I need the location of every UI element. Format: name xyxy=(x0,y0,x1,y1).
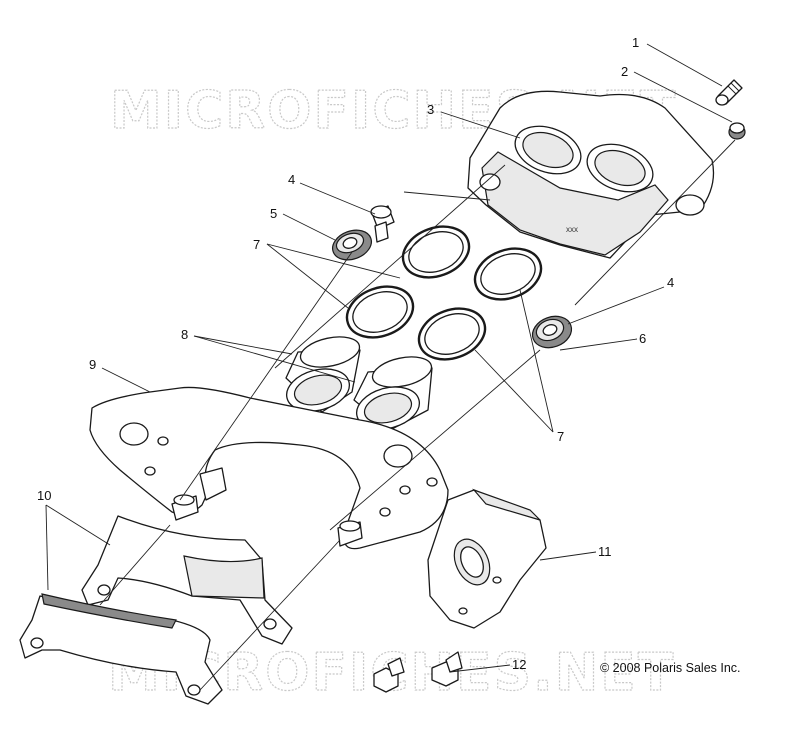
callout-6: 6 xyxy=(639,331,646,346)
callout-4-lower: 4 xyxy=(667,275,674,290)
bolt-upper xyxy=(370,205,395,243)
pistons xyxy=(285,336,433,431)
bushing-right xyxy=(531,315,573,349)
callout-12: 12 xyxy=(512,657,526,672)
alignment-lines xyxy=(99,139,736,691)
mounting-bracket xyxy=(89,386,449,550)
callout-3: 3 xyxy=(427,102,434,117)
bleeder-cap xyxy=(728,122,746,140)
mount-bolts xyxy=(373,651,463,693)
bushing-left xyxy=(332,229,372,261)
caliper-body: xxx xyxy=(467,90,715,259)
callout-1: 1 xyxy=(632,35,639,50)
copyright-text: © 2008 Polaris Sales Inc. xyxy=(600,661,741,675)
callout-leaders xyxy=(45,43,733,673)
callout-4-upper: 4 xyxy=(288,172,295,187)
brake-pads xyxy=(19,515,293,705)
seal-rings xyxy=(345,225,543,361)
svg-text:xxx: xxx xyxy=(566,225,578,234)
pad-shim xyxy=(427,488,547,629)
callout-8: 8 xyxy=(181,327,188,342)
callout-7-upper: 7 xyxy=(253,237,260,252)
callout-11: 11 xyxy=(598,544,612,559)
callout-9: 9 xyxy=(89,357,96,372)
callout-2: 2 xyxy=(621,64,628,79)
callout-5: 5 xyxy=(270,206,277,221)
bleeder-screw xyxy=(715,79,743,106)
callout-10: 10 xyxy=(37,488,51,503)
callouts: 1 2 3 4 5 7 4 6 8 9 7 10 11 12 xyxy=(37,35,674,672)
callout-7-lower: 7 xyxy=(557,429,564,444)
